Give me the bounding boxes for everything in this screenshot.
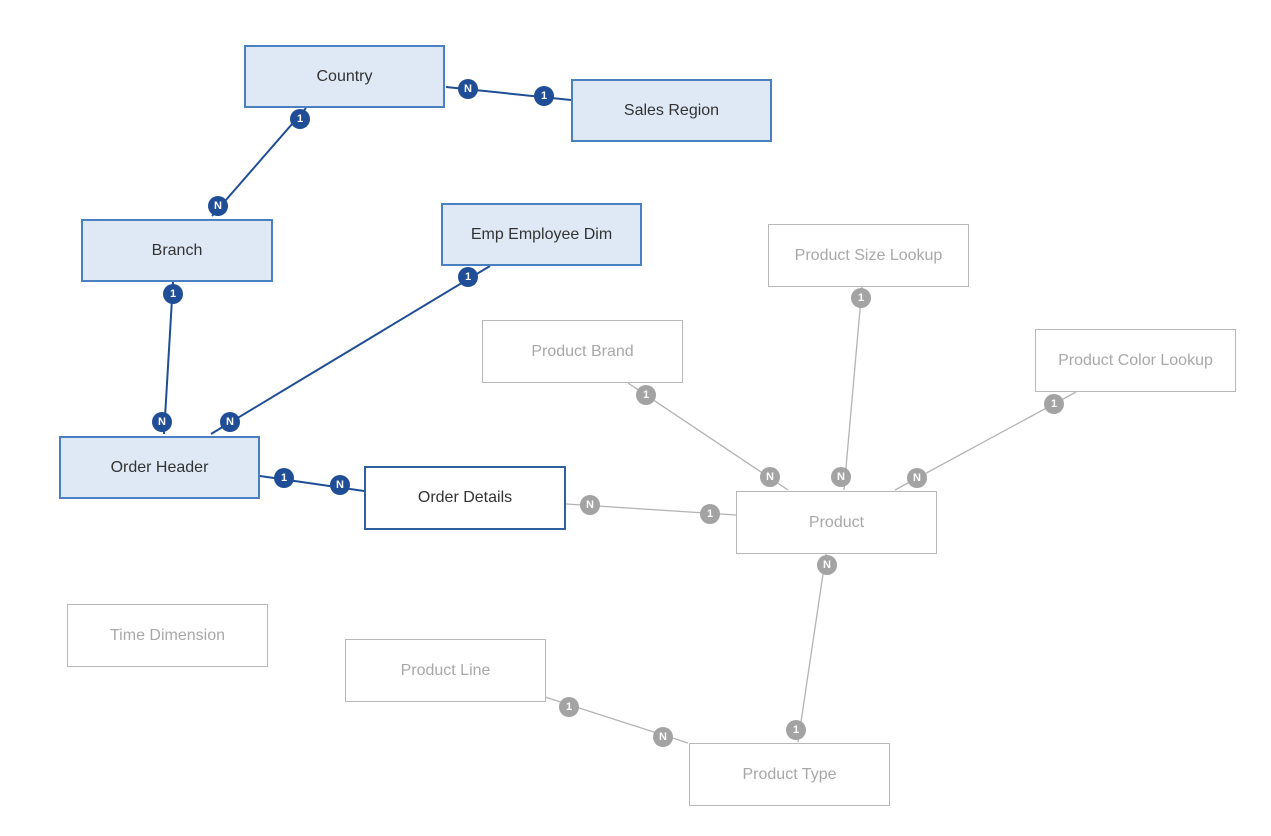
- table-product-type[interactable]: Product Type: [689, 743, 890, 806]
- table-order-header[interactable]: Order Header: [59, 436, 260, 499]
- table-country[interactable]: Country: [244, 45, 445, 108]
- cardinality-badge: 1: [290, 109, 310, 129]
- cardinality-badge: N: [220, 412, 240, 432]
- svg-text:1: 1: [858, 292, 864, 304]
- table-product[interactable]: Product: [736, 491, 937, 554]
- link-emp-order-header[interactable]: [210, 265, 491, 435]
- cardinality-badge: N: [458, 79, 478, 99]
- cardinality-badge: 1: [163, 284, 183, 304]
- cardinality-badge: N: [653, 727, 673, 747]
- svg-text:1: 1: [541, 90, 547, 102]
- table-branch[interactable]: Branch: [81, 219, 273, 282]
- svg-text:1: 1: [281, 472, 287, 484]
- cardinality-badge: 1: [851, 288, 871, 308]
- cardinality-badge: 1: [700, 504, 720, 524]
- svg-text:N: N: [464, 83, 472, 95]
- cardinality-badge: 1: [1044, 394, 1064, 414]
- cardinality-badge: 1: [458, 267, 478, 287]
- svg-text:N: N: [586, 499, 594, 511]
- svg-text:N: N: [226, 416, 234, 428]
- svg-text:N: N: [336, 479, 344, 491]
- cardinality-badge: 1: [559, 697, 579, 717]
- svg-text:N: N: [766, 471, 774, 483]
- svg-text:1: 1: [297, 113, 303, 125]
- cardinality-badge: 1: [274, 468, 294, 488]
- table-sales-region[interactable]: Sales Region: [571, 79, 772, 142]
- table-emp-employee-dim[interactable]: Emp Employee Dim: [441, 203, 642, 266]
- cardinality-badge: 1: [534, 86, 554, 106]
- table-product-brand[interactable]: Product Brand: [482, 320, 683, 383]
- svg-text:1: 1: [1051, 398, 1057, 410]
- svg-text:1: 1: [170, 288, 176, 300]
- link-country-branch[interactable]: [211, 107, 307, 217]
- svg-text:N: N: [837, 471, 845, 483]
- svg-text:N: N: [659, 731, 667, 743]
- table-product-color-lookup[interactable]: Product Color Lookup: [1035, 329, 1236, 392]
- svg-text:1: 1: [465, 271, 471, 283]
- svg-text:1: 1: [566, 701, 572, 713]
- cardinality-badge: N: [208, 196, 228, 216]
- cardinality-badge: 1: [786, 720, 806, 740]
- cardinality-badge: N: [760, 467, 780, 487]
- cardinality-badge: N: [580, 495, 600, 515]
- cardinality-badge: N: [330, 475, 350, 495]
- link-size-product[interactable]: [843, 286, 863, 491]
- cardinality-badge: N: [907, 468, 927, 488]
- svg-text:N: N: [823, 559, 831, 571]
- svg-text:1: 1: [643, 389, 649, 401]
- link-branch-order-header[interactable]: [163, 281, 174, 435]
- cardinality-badge: N: [152, 412, 172, 432]
- svg-text:N: N: [214, 200, 222, 212]
- cardinality-badge: 1: [636, 385, 656, 405]
- cardinality-badge: N: [831, 467, 851, 487]
- table-product-line[interactable]: Product Line: [345, 639, 546, 702]
- svg-text:1: 1: [707, 508, 713, 520]
- svg-text:1: 1: [793, 724, 799, 736]
- cardinality-badge: N: [817, 555, 837, 575]
- link-product-type[interactable]: [797, 553, 827, 743]
- svg-text:N: N: [913, 472, 921, 484]
- table-product-size-lookup[interactable]: Product Size Lookup: [768, 224, 969, 287]
- table-order-details[interactable]: Order Details: [364, 466, 566, 530]
- table-time-dimension[interactable]: Time Dimension: [67, 604, 268, 667]
- svg-text:N: N: [158, 416, 166, 428]
